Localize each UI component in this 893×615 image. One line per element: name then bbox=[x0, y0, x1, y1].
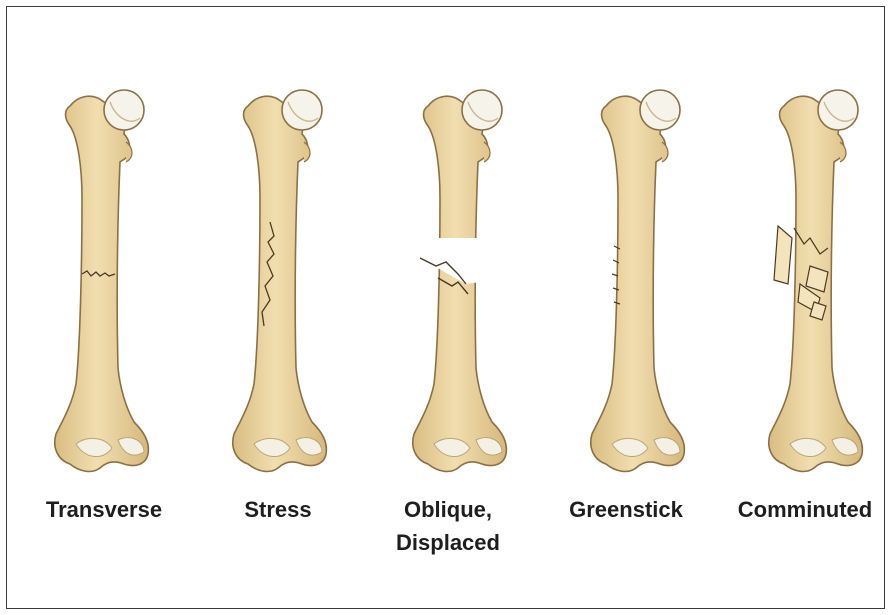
bone-comminuted bbox=[769, 90, 863, 471]
bone-oblique bbox=[413, 90, 507, 471]
label-transverse: Transverse bbox=[36, 495, 172, 525]
bone-greenstick bbox=[591, 90, 685, 471]
label-comminuted: Comminuted bbox=[728, 495, 882, 525]
label-oblique-line1: Oblique, bbox=[388, 495, 508, 525]
label-greenstick: Greenstick bbox=[558, 495, 694, 525]
bone-transverse bbox=[55, 90, 149, 471]
bone-stress bbox=[233, 90, 327, 471]
label-oblique-line2: Displaced bbox=[388, 528, 508, 558]
label-stress: Stress bbox=[218, 495, 338, 525]
